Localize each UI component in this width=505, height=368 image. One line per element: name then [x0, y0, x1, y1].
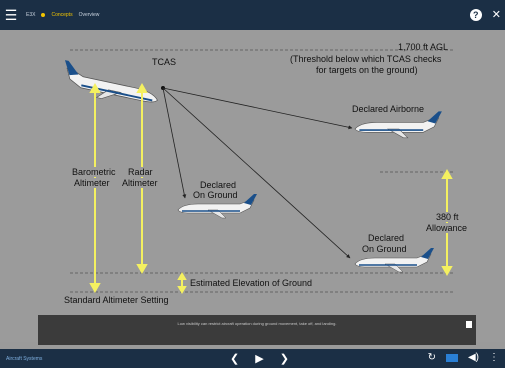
threshold-title: 1,700 ft AGL — [398, 42, 449, 52]
document-icon[interactable] — [466, 321, 472, 328]
next-icon[interactable]: ❯ — [279, 353, 289, 365]
caption-text: Low visibility can restrict aircraft ope… — [177, 321, 337, 326]
threshold-desc-1: (Threshold below which TCAS checks — [290, 54, 442, 64]
arrow-to-ground-2 — [162, 87, 351, 259]
arrow-to-ground-1 — [162, 87, 187, 199]
more-options-icon[interactable]: ⋮ — [489, 352, 499, 363]
replay-icon[interactable]: ↻ — [427, 352, 436, 363]
breadcrumb-item[interactable]: E3X — [26, 12, 36, 18]
tcas-aircraft — [57, 59, 163, 111]
tcas-label: TCAS — [152, 57, 177, 67]
declared-ground-2-line2: On Ground — [362, 244, 407, 254]
barometric-label-2: Altimeter — [74, 178, 110, 188]
declared-ground-1-line2: On Ground — [193, 190, 238, 200]
volume-icon[interactable]: ◀) — [467, 352, 479, 363]
declared-airborne-label: Declared Airborne — [352, 104, 425, 114]
declared-ground-2-line1: Declared — [368, 233, 405, 243]
barometric-label-1: Barometric — [72, 167, 116, 177]
bottom-bar: Aircraft Systems ❮ ▶ ❯ ↻ ◀) ⋮ — [0, 349, 505, 368]
menu-icon[interactable]: ☰ — [4, 6, 18, 23]
tcas-diagram — [57, 49, 455, 294]
radar-label-1: Radar — [128, 167, 153, 177]
allowance-label-2: Allowance — [426, 223, 468, 233]
brand-logo: Aircraft Systems — [6, 355, 43, 362]
radar-label-2: Altimeter — [122, 178, 158, 188]
estimated-ground-label: Estimated Elevation of Ground — [190, 278, 313, 288]
closed-caption-icon[interactable] — [445, 353, 458, 362]
arrow-to-airborne — [162, 87, 353, 130]
close-icon[interactable]: ✕ — [491, 9, 501, 21]
playback-controls: ❮ ▶ ❯ — [230, 352, 289, 365]
breadcrumb-item[interactable]: Overview — [78, 12, 100, 18]
allowance-label-1: 380 ft — [436, 212, 459, 222]
threshold-desc-2: for targets on the ground) — [316, 65, 418, 75]
standard-altimeter-label: Standard Altimeter Setting — [64, 295, 169, 305]
top-bar: ☰ E3X Concepts Overview ? ✕ — [0, 0, 505, 30]
breadcrumb: E3X Concepts Overview — [26, 12, 99, 18]
caption-panel: Low visibility can restrict aircraft ope… — [38, 315, 476, 345]
play-icon[interactable]: ▶ — [255, 353, 264, 365]
help-icon[interactable]: ? — [469, 8, 482, 21]
previous-icon[interactable]: ❮ — [230, 353, 240, 365]
diagram-area: TCAS 1,700 ft AGL (Threshold below which… — [0, 30, 505, 342]
declared-ground-1-line1: Declared — [200, 180, 237, 190]
breadcrumb-dot-icon — [41, 13, 46, 17]
breadcrumb-item[interactable]: Concepts — [51, 12, 73, 18]
aircraft-airborne — [354, 110, 443, 139]
